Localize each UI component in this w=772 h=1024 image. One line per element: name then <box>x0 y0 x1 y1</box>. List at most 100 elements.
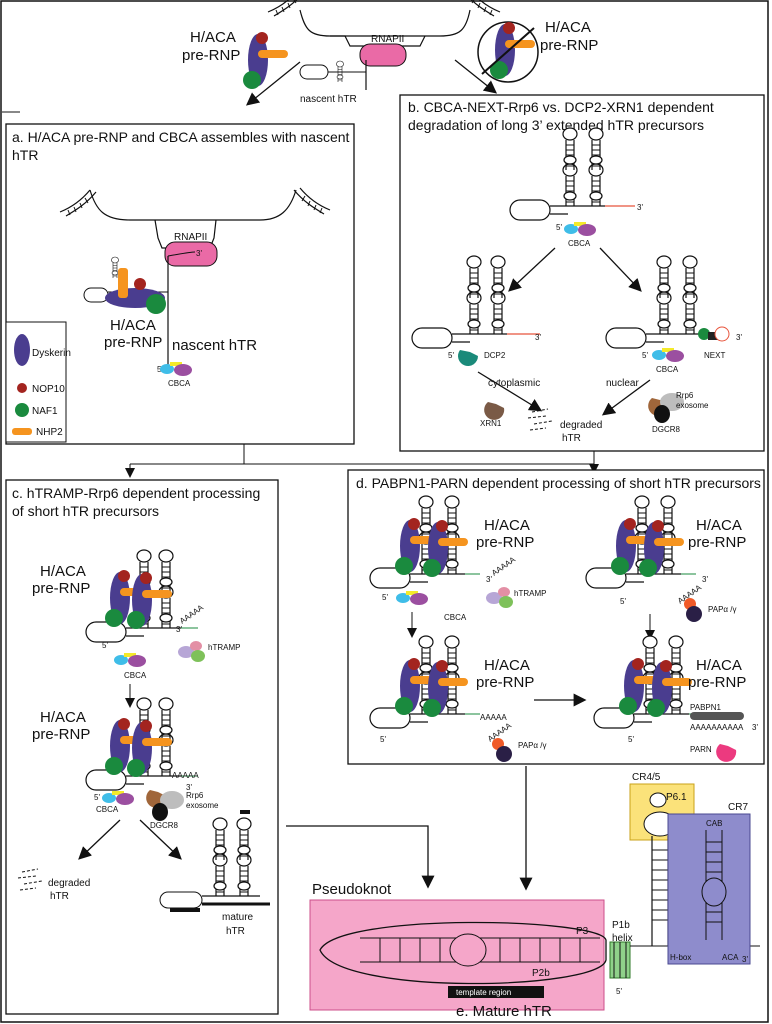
d1-htramp: hTRAMP <box>514 589 546 598</box>
c2-cbca: CBCA <box>96 805 119 814</box>
d4-long-a: AAAAAAAAAA <box>690 723 744 732</box>
b-cytoplasmic: cytoplasmic <box>488 378 540 389</box>
c2-dgcr8: DGCR8 <box>150 821 179 830</box>
d1-cbca: CBCA <box>444 613 467 622</box>
top-right-rnp-crossed <box>477 21 539 83</box>
c1-complex-2: pre-RNP <box>32 580 90 597</box>
top-left-rnp <box>243 32 288 89</box>
b-top-prime5: 5' <box>556 223 562 232</box>
d4-prime5: 5' <box>628 735 634 744</box>
nhp2-icon <box>12 428 32 435</box>
panel-b-title-2: degradation of long 3’ extended hTR prec… <box>408 117 704 133</box>
e-prime3: 3' <box>742 955 748 964</box>
d1-complex-1: H/ACA <box>484 517 530 534</box>
e-cab: CAB <box>706 819 722 828</box>
legend-nop10: NOP10 <box>32 384 65 395</box>
c2-rrp6-1: Rrp6 <box>186 791 204 800</box>
c-mature-2: hTR <box>226 926 245 937</box>
d4-parn: PARN <box>690 745 712 754</box>
b-xrn1: XRN1 <box>480 419 502 428</box>
legend-naf1: NAF1 <box>32 406 58 417</box>
cbca-a: CBCA <box>168 379 191 388</box>
dyskerin-icon <box>14 334 30 366</box>
top-right-label-1: H/ACA <box>545 19 591 36</box>
panel-d: d. PABPN1-PARN dependent processing of s… <box>347 469 765 765</box>
panel-c-title-1: c. hTRAMP-Rrp6 dependent processing <box>12 485 260 501</box>
cr7-box <box>667 813 751 965</box>
c1-htramp: hTRAMP <box>208 643 240 652</box>
c1-cbca: CBCA <box>124 671 147 680</box>
b-top-cbca: CBCA <box>568 239 591 248</box>
nop10-icon <box>17 383 27 393</box>
d3-pap: PAPα /γ <box>518 741 546 750</box>
d3-complex-2: pre-RNP <box>476 674 534 691</box>
e-p61: P6.1 <box>666 792 687 803</box>
panel-e: Pseudoknot P3 P2b template region P1b he… <box>309 772 760 1020</box>
b-nuclear: nuclear <box>606 378 639 389</box>
b-rrp6-1: Rrp6 <box>676 391 694 400</box>
c1-complex-1: H/ACA <box>40 563 86 580</box>
e-prime5: 5' <box>616 987 622 996</box>
dcp2-icon <box>458 350 478 367</box>
top-left-label-1: H/ACA <box>190 29 236 46</box>
c2-prime5: 5' <box>94 793 100 802</box>
d2-pap: PAPα /γ <box>708 605 736 614</box>
parn-icon <box>716 744 737 762</box>
d4-complex-2: pre-RNP <box>688 674 746 691</box>
rnapii-top-label: RNAPII <box>371 34 404 45</box>
d3-complex-1: H/ACA <box>484 657 530 674</box>
panel-a-complex-2: pre-RNP <box>104 334 162 351</box>
nascent-htr-top: nascent hTR <box>300 94 357 105</box>
e-p2b: P2b <box>532 968 550 979</box>
panel-a-title-1: a. H/ACA pre-RNP and CBCA assembles with… <box>12 129 350 145</box>
panel-a-complex-1: H/ACA <box>110 317 156 334</box>
e-cr7: CR7 <box>728 802 748 813</box>
d4-prime3: 3' <box>752 723 758 732</box>
xrn1-icon <box>484 402 505 420</box>
d3-prime5: 5' <box>380 735 386 744</box>
e-hbox: H-box <box>670 953 691 962</box>
legend-dyskerin: Dyskerin <box>32 348 71 359</box>
d1-prime3: 3' <box>486 575 492 584</box>
top-right-label-2: pre-RNP <box>540 37 598 54</box>
arrows-to-e <box>286 766 533 891</box>
panel-c: c. hTRAMP-Rrp6 dependent processing of s… <box>5 479 279 1015</box>
prime3-a: 3' <box>196 249 202 258</box>
e-cr45: CR4/5 <box>632 772 661 783</box>
panel-b-title-1: b. CBCA-NEXT-Rrp6 vs. DCP2-XRN1 dependen… <box>408 99 714 115</box>
d2-prime5: 5' <box>620 597 626 606</box>
legend-nhp2: NHP2 <box>36 427 63 438</box>
d2-complex-1: H/ACA <box>696 517 742 534</box>
d4-pabpn1: PABPN1 <box>690 703 722 712</box>
c2-prime3: 3' <box>186 783 192 792</box>
e-caption: e. Mature hTR <box>456 1003 552 1020</box>
c2-aaaaa: AAAAA <box>172 771 199 780</box>
c1-prime5: 5' <box>102 641 108 650</box>
rnapii-top <box>359 43 407 67</box>
c-degraded-2: hTR <box>50 891 69 902</box>
panel-d-title: d. PABPN1-PARN dependent processing of s… <box>356 475 761 491</box>
c2-complex-2: pre-RNP <box>32 726 90 743</box>
b-dgcr8: DGCR8 <box>652 425 681 434</box>
panel-b: b. CBCA-NEXT-Rrp6 vs. DCP2-XRN1 dependen… <box>399 94 765 452</box>
c2-complex-1: H/ACA <box>40 709 86 726</box>
b-right-cbca: CBCA <box>656 365 679 374</box>
c1-prime3: 3' <box>176 625 182 634</box>
panel-a-title-2: hTR <box>12 147 38 163</box>
c2-rrp6-2: exosome <box>186 801 219 810</box>
e-pseudoknot: Pseudoknot <box>312 881 392 898</box>
b-left-prime3: 3' <box>535 333 541 342</box>
b-right-prime3: 3' <box>736 333 742 342</box>
d1-complex-2: pre-RNP <box>476 534 534 551</box>
e-p1b-2: helix <box>612 933 633 944</box>
d2-prime3: 3' <box>702 575 708 584</box>
b-left-prime5: 5' <box>448 351 454 360</box>
rnapii-a-label: RNAPII <box>174 232 207 243</box>
b-right-prime5: 5' <box>642 351 648 360</box>
rnapii-a <box>164 241 218 267</box>
d4-complex-1: H/ACA <box>696 657 742 674</box>
b-degraded-1: degraded <box>560 420 602 431</box>
b-dcp2: DCP2 <box>484 351 506 360</box>
